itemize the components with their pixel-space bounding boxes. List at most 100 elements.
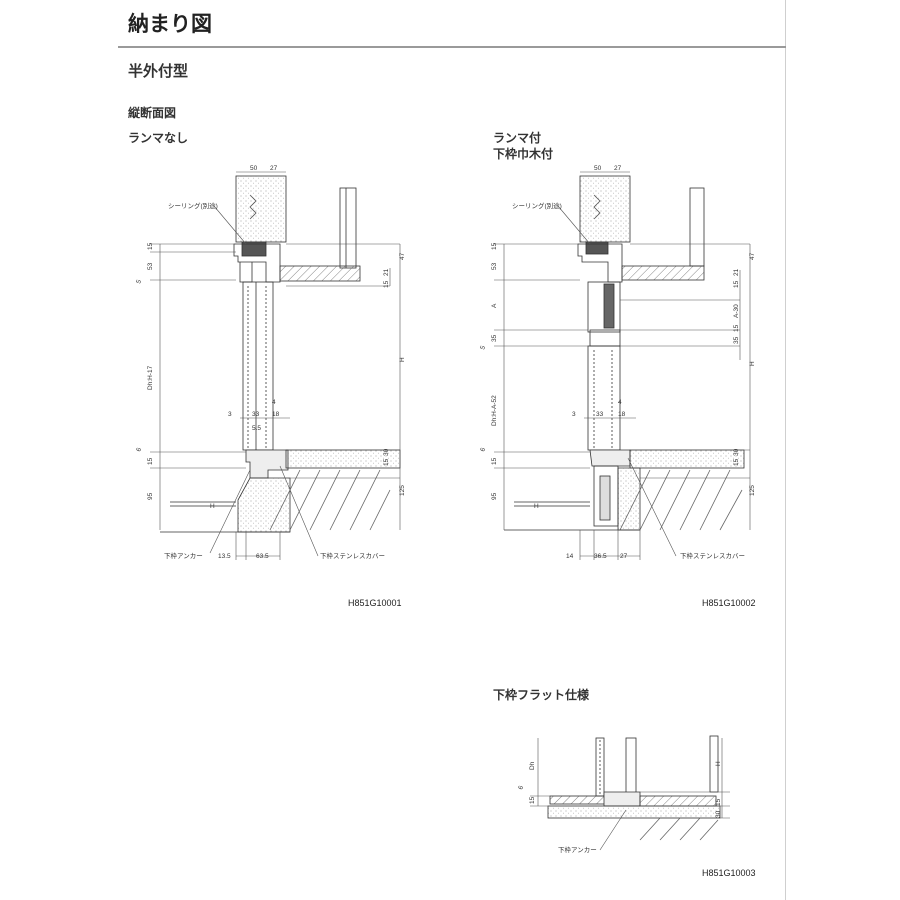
detail-3-code: H851G10003 [702, 868, 756, 878]
detail-1-label: ランマなし [128, 130, 188, 146]
small-tag: H [534, 503, 539, 510]
detail-1-code: H851G10001 [348, 598, 402, 608]
callout-sealing: シーリング(別途) [168, 201, 218, 210]
dim-right: 30 [383, 448, 390, 456]
detail-2-label-line: ランマ付 [493, 131, 542, 145]
detail-2-code: H851G10002 [702, 598, 756, 608]
insulation-symbol [249, 194, 257, 220]
detail-2-label-line: 下枠巾木付 [493, 147, 554, 161]
dim-left: 95 [491, 492, 498, 500]
interior-sill-board [621, 265, 705, 281]
callout-anchor: 下枠アンカー [558, 845, 597, 854]
page-title: 納まり図 [128, 12, 212, 36]
header-wall [579, 175, 631, 243]
dim-right: 125 [399, 485, 406, 496]
sash-stile-left [595, 737, 605, 797]
detail-2-label: ランマ付 下枠巾木付 [493, 130, 553, 162]
dim-left: 15 [147, 457, 154, 465]
dim-left: 53 [147, 262, 154, 270]
dim-left: A [491, 303, 498, 308]
dim-right: 15 [715, 798, 722, 806]
dim-inner: 18 [618, 411, 626, 418]
dim-bottom: 14 [566, 553, 574, 560]
sill-frame-profile [603, 791, 641, 807]
sealing-block [241, 241, 267, 257]
dim-right: 47 [749, 252, 756, 260]
floor-slab [547, 805, 721, 819]
dim-left: 5 [479, 345, 487, 351]
dim-left: 15 [491, 242, 498, 250]
dim-left: 15 [491, 457, 498, 465]
dim-left: 95 [147, 492, 154, 500]
head-frame-profile [577, 243, 623, 283]
dim-left: 5 [135, 279, 143, 285]
dim-top: 27 [614, 165, 622, 172]
detail-3-label-line: 下枠フラット仕様 [493, 688, 590, 702]
dim-right: 47 [399, 252, 406, 260]
dim-inner: 3 [228, 411, 232, 418]
dim-inner: 4 [618, 399, 622, 406]
dim-inner: 3 [572, 411, 576, 418]
dim-right: H [749, 361, 756, 366]
title-divider [118, 46, 786, 48]
callout-anchor: 下枠アンカー [164, 551, 203, 560]
dim-left: Dh:H-A-52 [491, 395, 498, 426]
dim-left: Dh [529, 761, 536, 770]
dim-left: 6 [479, 447, 487, 453]
transom-glass-bar [603, 283, 615, 329]
dim-inner: 5.5 [252, 425, 261, 432]
callout-cover: 下枠ステンレスカバー [680, 551, 745, 560]
dim-right: A-30 [733, 304, 740, 318]
dim-inner: 33 [252, 411, 260, 418]
detail-3-label: 下枠フラット仕様 [493, 687, 589, 703]
dim-right: 35 [733, 336, 740, 344]
dim-left: 53 [491, 262, 498, 270]
small-tag: H [210, 503, 215, 510]
dim-right: 15 [733, 324, 740, 332]
exterior-floor-finish [549, 795, 607, 805]
dim-right: 125 [749, 485, 756, 496]
dim-right: 21 [733, 268, 740, 276]
dim-left: 35 [491, 334, 498, 342]
dim-right: 30 [715, 810, 722, 818]
section-title: 縦断面図 [128, 106, 177, 120]
dim-right: 30 [733, 448, 740, 456]
dim-inner: 18 [272, 411, 280, 418]
callout-cover: 下枠ステンレスカバー [320, 551, 385, 560]
dim-right: 15 [733, 458, 740, 466]
dim-left: 6 [517, 785, 525, 791]
dim-top: 50 [594, 165, 602, 172]
dim-inner: 4 [272, 399, 276, 406]
dim-right: 15 [383, 280, 390, 288]
dim-left: 15 [147, 242, 154, 250]
dim-bottom: 36.5 [594, 553, 607, 560]
head-frame-profile [233, 243, 281, 283]
transom-panel [587, 281, 621, 333]
dim-right: 15 [733, 280, 740, 288]
callout-sealing: シーリング(別途) [512, 201, 562, 210]
dim-left: Dh:H-17 [147, 365, 154, 390]
sealing-block [585, 241, 609, 255]
interior-floor-finish [639, 795, 717, 807]
dim-inner: 33 [596, 411, 604, 418]
dim-bottom: 13.5 [218, 553, 231, 560]
dim-top: 27 [270, 165, 278, 172]
dim-left: 15 [529, 796, 536, 804]
dim-top: 50 [250, 165, 258, 172]
dim-right: H [399, 357, 406, 362]
dim-right: 15 [383, 458, 390, 466]
dim-right: 21 [383, 268, 390, 276]
interior-sill-board [279, 265, 361, 282]
detail-1-label-line: ランマなし [128, 131, 189, 145]
dim-left: 6 [135, 447, 143, 453]
header-wall [235, 175, 287, 243]
page-subtitle: 半外付型 [128, 62, 189, 80]
dim-bottom: 27 [620, 553, 628, 560]
dim-right: H [715, 761, 722, 766]
sash-stile-right [625, 737, 637, 797]
page-frame [118, 0, 786, 900]
dim-bottom: 63.5 [256, 553, 269, 560]
